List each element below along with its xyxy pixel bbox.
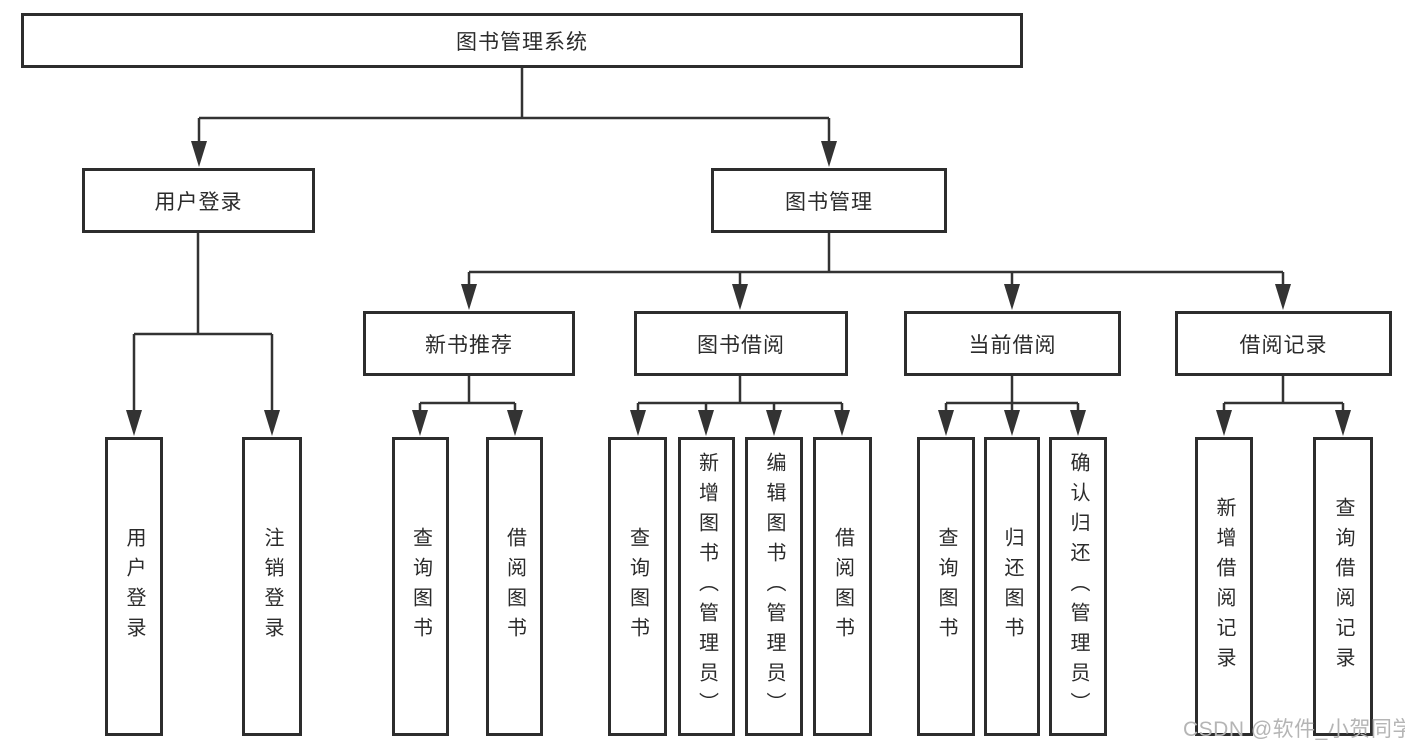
- node-book-borrow: 图书借阅: [634, 311, 848, 376]
- leaf-add-book-admin: 新增图书（管理员）: [678, 437, 735, 736]
- leaf-confirm-return-admin: 确认归还（管理员）: [1049, 437, 1107, 736]
- node-current-borrow: 当前借阅: [904, 311, 1121, 376]
- node-borrow-records: 借阅记录: [1175, 311, 1392, 376]
- node-book-management: 图书管理: [711, 168, 947, 233]
- leaf-query-book-borrow: 查询图书: [608, 437, 667, 736]
- node-new-book-recommend: 新书推荐: [363, 311, 575, 376]
- leaf-logout: 注销登录: [242, 437, 302, 736]
- leaf-return-book: 归还图书: [984, 437, 1040, 736]
- csdn-watermark: CSDN @软件_小贺同学: [1183, 718, 1405, 741]
- leaf-user-login: 用户登录: [105, 437, 163, 736]
- node-root: 图书管理系统: [21, 13, 1023, 68]
- leaf-query-borrow-record: 查询借阅记录: [1313, 437, 1373, 736]
- leaf-borrow-book: 借阅图书: [813, 437, 872, 736]
- leaf-edit-book-admin: 编辑图书（管理员）: [745, 437, 803, 736]
- leaf-query-book-current: 查询图书: [917, 437, 975, 736]
- leaf-query-book-recommend: 查询图书: [392, 437, 449, 736]
- node-user-login: 用户登录: [82, 168, 315, 233]
- leaf-borrow-book-recommend: 借阅图书: [486, 437, 543, 736]
- leaf-add-borrow-record: 新增借阅记录: [1195, 437, 1253, 736]
